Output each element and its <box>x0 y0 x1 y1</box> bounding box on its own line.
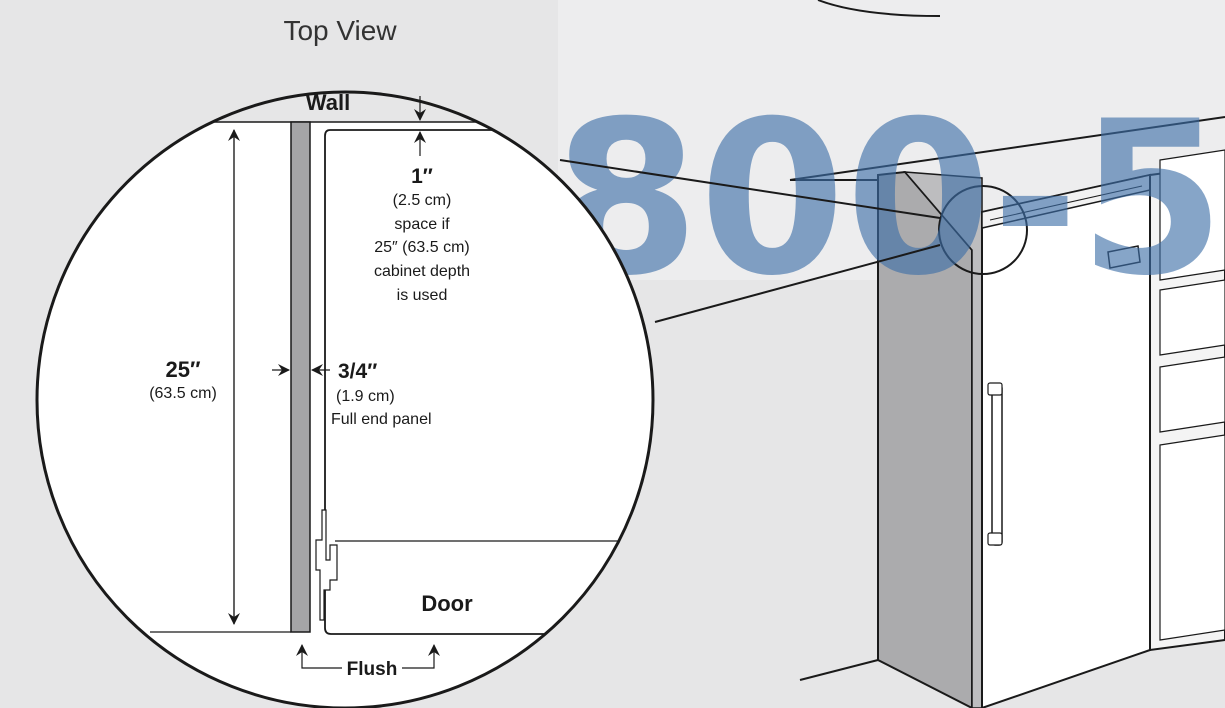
hinge-detail <box>315 509 338 621</box>
end-panel-front-edge <box>903 171 983 708</box>
gap-note-line-2: 25″ (63.5 cm) <box>374 239 469 256</box>
gap-note-line-4: is used <box>397 287 448 304</box>
flush-arrow-left <box>296 644 342 669</box>
cabinet-drawer-4 <box>1159 434 1225 641</box>
refrigerator-outline <box>324 129 653 635</box>
grille-line <box>989 185 1143 221</box>
gap-note-line-1: space if <box>394 216 450 233</box>
callout-connector-upper <box>559 159 941 219</box>
depth-metric: (63.5 cm) <box>149 385 217 402</box>
gap-value: 1″ <box>411 165 433 188</box>
floor-line <box>799 659 879 681</box>
callout-circle <box>938 185 1028 275</box>
flush-arrow-right <box>402 644 440 669</box>
refrigerator-illustration <box>789 116 1225 708</box>
wall-label: Wall <box>306 90 350 115</box>
countertop-line-top <box>789 116 1225 181</box>
circle-fill <box>37 92 653 708</box>
cabinet-drawer-2 <box>1159 279 1225 356</box>
panel-metric: (1.9 cm) <box>336 388 395 405</box>
door-label: Door <box>421 591 473 616</box>
cabinet-drawer-1 <box>1159 149 1225 281</box>
handle-bracket-top <box>987 382 1003 396</box>
panel-note: Full end panel <box>331 411 432 428</box>
door-handle <box>991 384 1003 546</box>
panel-value: 3/4″ <box>338 360 377 383</box>
end-panel <box>290 121 311 633</box>
callout-connector-lower <box>654 244 941 323</box>
gap-metric: (2.5 cm) <box>393 192 452 209</box>
depth-value: 25″ <box>165 357 200 382</box>
gap-note-line-3: cabinet depth <box>374 263 470 280</box>
cabinet-drawer-3 <box>1159 356 1225 433</box>
handle-bracket-bottom <box>987 532 1003 546</box>
watermark-text: 800-5 <box>553 75 1225 322</box>
partial-circle-outline <box>817 0 941 17</box>
diagram-title: Top View <box>283 15 397 46</box>
control-display <box>1107 245 1141 269</box>
flush-label: Flush <box>347 659 398 680</box>
circle-outline <box>35 90 655 708</box>
